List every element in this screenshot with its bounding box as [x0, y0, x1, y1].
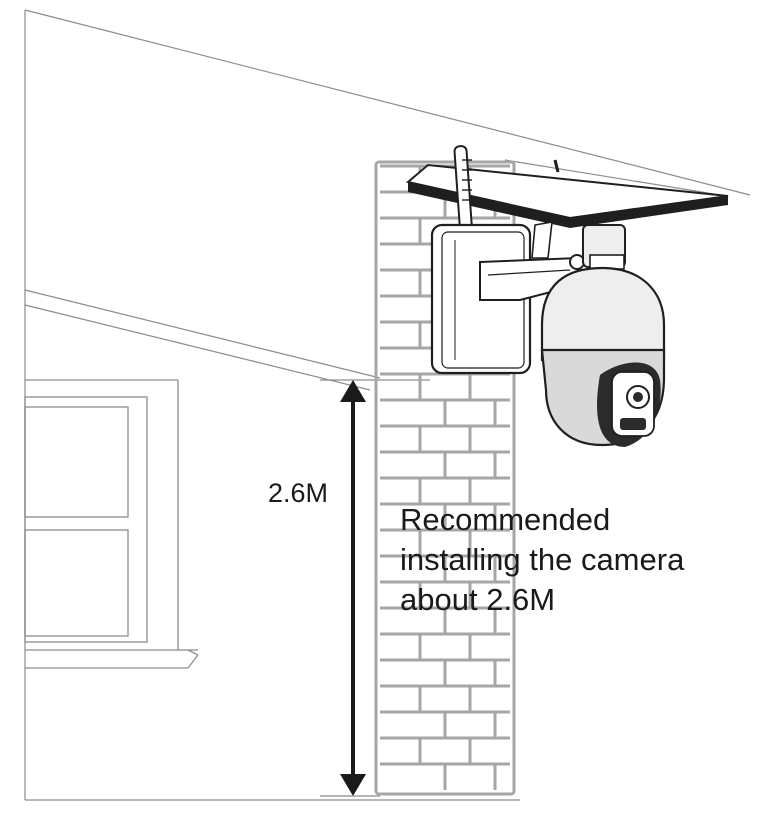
- house-window: [24, 379, 199, 669]
- height-dimension-arrow: [320, 380, 380, 797]
- note-line: about 2.6M: [400, 582, 556, 617]
- height-label: 2.6M: [268, 478, 329, 508]
- note-line: installing the camera: [400, 542, 685, 577]
- installation-note: Recommended installing the camera about …: [400, 500, 780, 620]
- solar-panel: [405, 159, 729, 228]
- note-line: Recommended: [400, 502, 611, 537]
- ptz-camera: [540, 224, 666, 447]
